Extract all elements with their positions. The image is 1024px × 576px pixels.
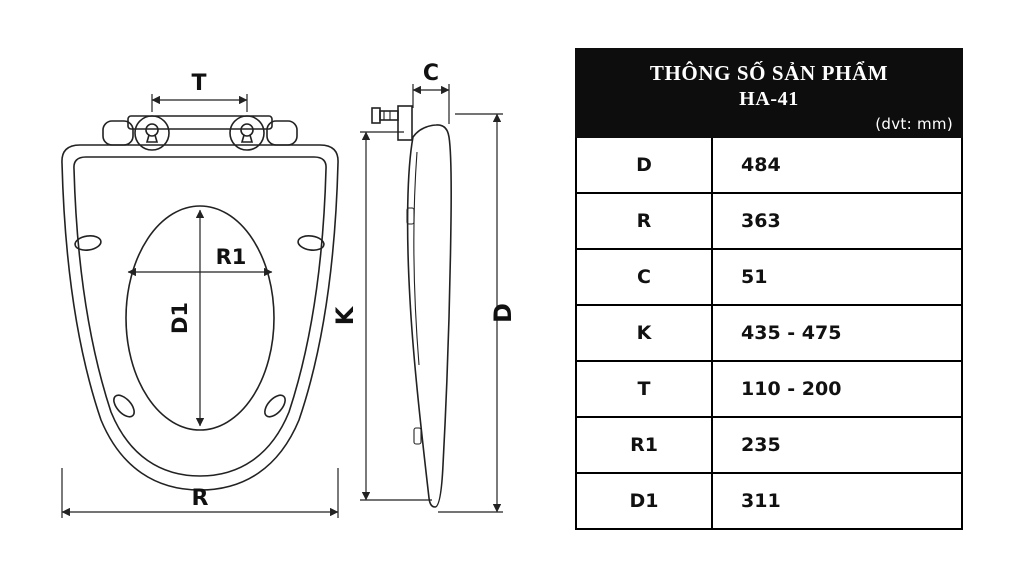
technical-drawing: T R1 D1 R C K D [61,61,517,518]
param-cell: K [577,306,713,360]
dim-label-T: T [191,71,206,96]
dim-label-C: C [423,61,439,86]
dim-label-D1: D1 [168,302,192,334]
dim-label-D: D [489,303,517,323]
param-cell: D [577,138,713,192]
dim-label-K: K [331,305,359,325]
table-row: R1 235 [575,418,963,474]
table-row: D 484 [575,138,963,194]
table-row: C 51 [575,250,963,306]
spec-table-model: HA-41 [739,88,799,110]
bumper-slot [297,235,325,251]
dim-label-R1: R1 [216,245,247,269]
spec-table: THÔNG SỐ SẢN PHẨM HA-41 (dvt: mm) D 484 … [575,48,963,530]
spec-table-header: THÔNG SỐ SẢN PHẨM HA-41 (dvt: mm) [575,48,963,138]
param-cell: T [577,362,713,416]
param-cell: C [577,250,713,304]
value-cell: 51 [741,266,768,288]
param-cell: D1 [577,474,713,528]
value-cell: 435 - 475 [741,322,842,344]
table-row: R 363 [575,194,963,250]
bumper-slot [74,235,102,251]
toilet-seat-drawing: T R1 D1 R C K D [61,61,517,518]
table-row: D1 311 [575,474,963,530]
param-cell: R1 [577,418,713,472]
toilet-seat-side-view [371,105,452,508]
value-cell: 363 [741,210,781,232]
param-cell: R [577,194,713,248]
dimension-lines [61,84,503,518]
seat-profile-inner [413,151,420,366]
dim-label-R: R [192,486,209,511]
profile-clip [406,207,415,225]
value-cell: 484 [741,154,781,176]
hinge-assembly [102,115,298,151]
seat-opening [125,205,275,431]
value-cell: 110 - 200 [741,378,842,400]
value-cell: 235 [741,434,781,456]
profile-clip [413,427,422,445]
bumper-slot [113,394,135,418]
spec-table-title: THÔNG SỐ SẢN PHẨM [649,61,889,85]
table-row: K 435 - 475 [575,306,963,362]
seat-profile [406,124,452,508]
spec-table-unit: (dvt: mm) [875,115,953,133]
bumper-slot [264,394,286,418]
seat-outer-outline [61,144,339,491]
dimension-labels: T R1 D1 R C K D [168,61,517,511]
hinge-pin [371,105,413,141]
table-row: T 110 - 200 [575,362,963,418]
toilet-seat-top-view [61,115,339,491]
seat-inner-outline [73,156,327,477]
value-cell: 311 [741,490,781,512]
